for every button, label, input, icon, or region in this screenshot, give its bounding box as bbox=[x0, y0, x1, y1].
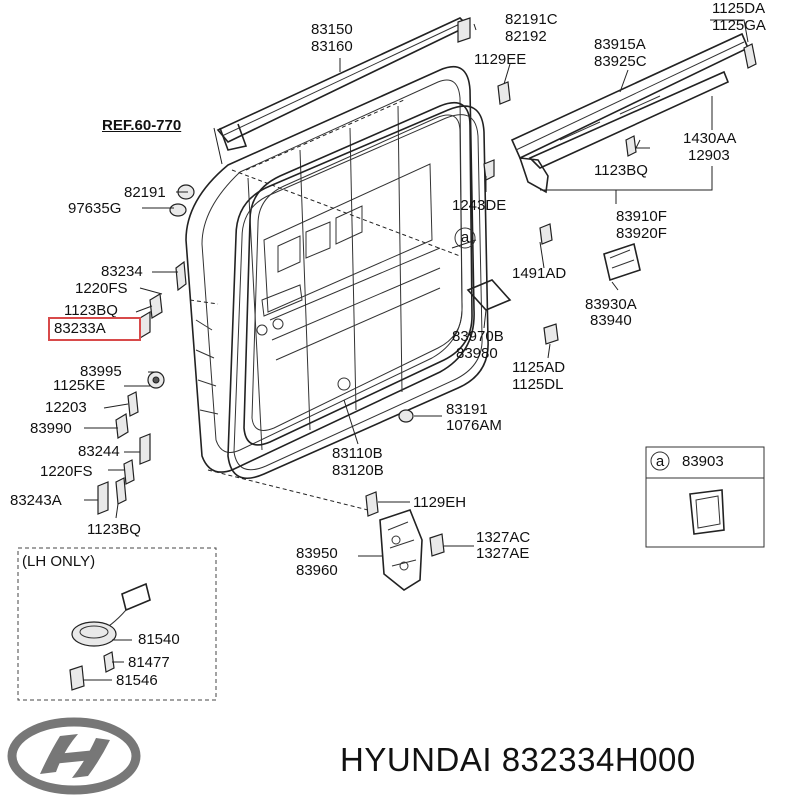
callout-83940: 83940 bbox=[590, 312, 632, 329]
part-number: 832334H000 bbox=[501, 741, 696, 778]
callout-1327ae: 1327AE bbox=[476, 545, 530, 562]
hinge-side-parts bbox=[97, 184, 195, 515]
callout-83950: 83950 bbox=[296, 545, 338, 562]
callout-83970b: 83970B bbox=[452, 328, 504, 345]
callout-83995: 83995 bbox=[80, 363, 122, 380]
highlight-box bbox=[48, 317, 141, 341]
part-caption: HYUNDAI 832334H000 bbox=[340, 740, 696, 780]
callout-83960: 83960 bbox=[296, 562, 338, 579]
callout-81540: 81540 bbox=[138, 631, 180, 648]
callout-12903: 12903 bbox=[688, 147, 730, 164]
lower-hinge-assembly bbox=[365, 491, 445, 591]
marker-a-label: a bbox=[460, 229, 470, 246]
callout-83110b: 83110B bbox=[332, 445, 383, 462]
callout-83920f: 83920F bbox=[616, 225, 667, 242]
reference-marker-a bbox=[454, 227, 476, 249]
callout-1076am: 1076AM bbox=[446, 417, 502, 434]
callout-83243a: 83243A bbox=[10, 492, 62, 509]
inset-box bbox=[645, 446, 765, 548]
callout-1125dl: 1125DL bbox=[512, 376, 564, 393]
lh-only-box bbox=[17, 547, 217, 701]
latch-assembly bbox=[398, 223, 641, 423]
ref-label: REF.60-770 bbox=[102, 117, 182, 134]
inset-marker-a: a bbox=[655, 453, 665, 470]
callout-1220fs-a: 1220FS bbox=[75, 280, 128, 297]
callout-83244: 83244 bbox=[78, 443, 120, 460]
callout-83915a: 83915A bbox=[594, 36, 646, 53]
callout-83191: 83191 bbox=[446, 401, 488, 418]
callout-83160: 83160 bbox=[311, 38, 353, 55]
callout-83234: 83234 bbox=[101, 263, 143, 280]
callout-81477: 81477 bbox=[128, 654, 170, 671]
callout-1123bq-a: 1123BQ bbox=[64, 302, 118, 319]
callout-1125ga: 1125GA bbox=[712, 17, 766, 34]
door-weatherstrip bbox=[227, 105, 489, 479]
callout-83910f: 83910F bbox=[616, 208, 667, 225]
hyundai-logo-icon bbox=[7, 717, 141, 795]
side-rail-assembly bbox=[510, 32, 757, 194]
callout-82191: 82191 bbox=[124, 184, 166, 201]
callout-83150: 83150 bbox=[311, 21, 353, 38]
lh-only-label: (LH ONLY) bbox=[22, 553, 96, 570]
callout-82192: 82192 bbox=[505, 28, 547, 45]
callout-97635g: 97635G bbox=[68, 200, 122, 217]
inset-part-83903: 83903 bbox=[682, 453, 724, 470]
callout-1129ee: 1129EE bbox=[474, 51, 527, 68]
callout-83980: 83980 bbox=[456, 345, 498, 362]
callout-1123bq-top: 1123BQ bbox=[594, 162, 648, 179]
callout-83990: 83990 bbox=[30, 420, 72, 437]
callout-1430aa: 1430AA bbox=[683, 130, 737, 147]
callout-1125da: 1125DA bbox=[712, 0, 766, 17]
leader-lines bbox=[84, 19, 749, 557]
callout-83925c: 83925C bbox=[594, 53, 647, 70]
callout-1491ad: 1491AD bbox=[512, 265, 567, 282]
callout-81546: 81546 bbox=[116, 672, 158, 689]
callout-1125ad: 1125AD bbox=[512, 359, 566, 376]
callout-82191c: 82191C bbox=[505, 11, 558, 28]
callout-83930a: 83930A bbox=[585, 296, 637, 313]
door-inner-frame bbox=[243, 101, 473, 446]
callout-1125ke: 1125KE bbox=[53, 377, 106, 394]
brand-name: HYUNDAI bbox=[340, 741, 493, 778]
callout-12203: 12203 bbox=[45, 399, 87, 416]
callout-1129eh: 1129EH bbox=[413, 494, 467, 511]
callout-83120b: 83120B bbox=[332, 462, 384, 479]
callout-1220fs-b: 1220FS bbox=[40, 463, 93, 480]
callout-1123bq-b: 1123BQ bbox=[87, 521, 141, 538]
callout-83233a: 83233A bbox=[54, 320, 106, 337]
callout-1327ac: 1327AC bbox=[476, 529, 531, 546]
callout-1243de: 1243DE bbox=[452, 197, 507, 214]
